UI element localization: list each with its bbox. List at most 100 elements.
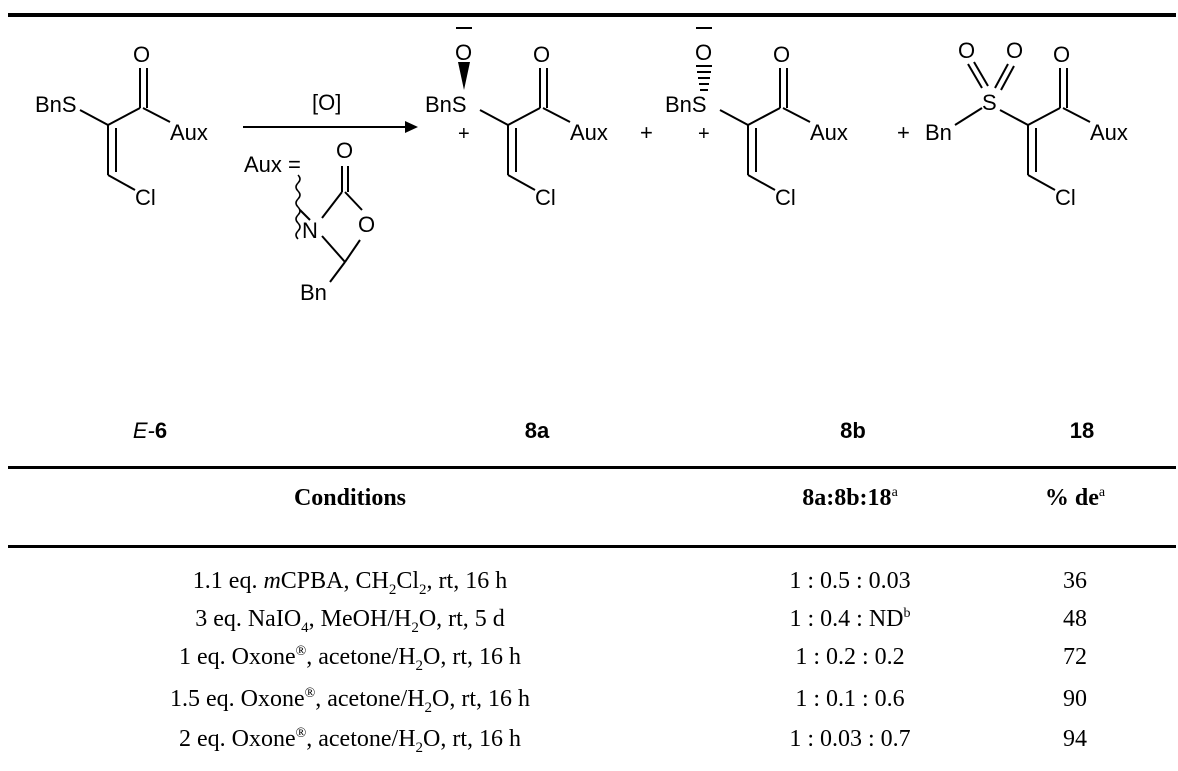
compound-label-8b: 8b [793, 418, 913, 444]
cond-sub: 2 [415, 657, 424, 674]
header-de: % dea [1000, 485, 1150, 512]
cond-text: 3 eq. NaIO [195, 606, 302, 632]
cond-sub: 4 [301, 619, 309, 636]
atom-o-8a: O [533, 42, 550, 67]
cond-sub: 2 [388, 581, 397, 598]
atom-o-18-b: O [1006, 38, 1023, 63]
cell-ratio: 1 : 0.4 : NDb [700, 606, 1000, 633]
cond-text: 1 eq. Oxone [178, 644, 296, 670]
cell-de: 36 [1063, 568, 1087, 594]
structure-18: Bn S O O O Aux Cl [925, 38, 1128, 210]
ratio-text: 1 : 0.1 : 0.6 [795, 686, 905, 712]
cell-conditions: 1 eq. Oxone®, acetone/H2O, rt, 16 h [30, 644, 670, 675]
cell-ratio: 1 : 0.5 : 0.03 [700, 568, 1000, 595]
cond-sub: 2 [424, 699, 433, 716]
cond-text: 1.1 eq. [192, 568, 264, 594]
cond-sub: 2 [411, 619, 419, 636]
atom-bn-18: Bn [925, 120, 952, 145]
cond-text: , acetone/H [306, 644, 416, 670]
atom-bns-8b: BnS [665, 92, 707, 117]
atom-cl-8a: Cl [535, 185, 556, 210]
compound-id: 18 [1069, 418, 1095, 443]
mid-rule [8, 466, 1176, 469]
cell-conditions: 1.1 eq. mCPBA, CH2Cl2, rt, 16 h [30, 568, 670, 599]
cell-ratio: 1 : 0.1 : 0.6 [700, 686, 1000, 713]
charge-plus-8b: + [698, 123, 710, 145]
compound-id: 8b [840, 418, 866, 443]
cond-text: , MeOH/H [308, 606, 412, 632]
atom-cl-e6: Cl [135, 185, 156, 210]
atom-bn-aux: Bn [300, 280, 327, 305]
cell-conditions: 2 eq. Oxone®, acetone/H2O, rt, 16 h [30, 726, 670, 757]
charge-plus-8a: + [458, 123, 470, 145]
cond-text: 1.5 eq. Oxone [169, 686, 305, 712]
atom-bns-8a: BnS [425, 92, 467, 117]
header-ratio-text: 8a:8b:18 [802, 485, 892, 511]
cond-sub: 2 [419, 581, 427, 598]
atom-aux-18: Aux [1090, 120, 1128, 145]
cell-ratio: 1 : 0.2 : 0.2 [700, 644, 1000, 671]
compound-label-e6: E-6 [90, 418, 210, 444]
ratio-note: b [903, 606, 911, 621]
structure-e6: BnS O Aux Cl [35, 42, 208, 210]
compound-label-8a: 8a [477, 418, 597, 444]
cond-reg: ® [295, 726, 307, 741]
header-ratio-note: a [891, 485, 898, 500]
atom-o-aux-carbonyl: O [336, 138, 353, 163]
cond-text: Cl [396, 568, 420, 594]
cond-text: 2 eq. Oxone [178, 726, 296, 752]
cond-text: O, rt, 16 h [423, 726, 522, 752]
cond-sub: 2 [415, 739, 424, 756]
plus-sign-1: + [640, 120, 653, 145]
header-conditions: Conditions [293, 485, 407, 511]
cond-text: , acetone/H [315, 686, 425, 712]
atom-o-18-a: O [958, 38, 975, 63]
table-row: 3 eq. NaIO4, MeOH/H2O, rt, 5 d 1 : 0.4 :… [0, 606, 1178, 646]
atom-aux-8b: Aux [810, 120, 848, 145]
atom-s-18: S [982, 90, 997, 115]
atom-cl-18: Cl [1055, 185, 1076, 210]
atom-n-aux: N [302, 218, 318, 243]
table-row: 1.5 eq. Oxone®, acetone/H2O, rt, 16 h 1 … [0, 686, 1178, 726]
compound-id: 8a [524, 418, 550, 443]
cell-de: 72 [1063, 644, 1087, 670]
reaction-arrow: [O] [243, 90, 418, 133]
atom-aux-8a: Aux [570, 120, 608, 145]
cell-conditions: 3 eq. NaIO4, MeOH/H2O, rt, 5 d [30, 606, 670, 637]
atom-o-aux-ring: O [358, 212, 375, 237]
atom-o-18-c: O [1053, 42, 1070, 67]
top-rule [8, 13, 1176, 17]
compound-id: 6 [154, 418, 168, 443]
header-rule [8, 545, 1176, 548]
cond-italic: m [263, 568, 281, 594]
cond-text: O, rt, 16 h [423, 644, 522, 670]
cell-conditions: 1.5 eq. Oxone®, acetone/H2O, rt, 16 h [30, 686, 670, 717]
ratio-text: 1 : 0.4 : ND [789, 606, 904, 632]
ratio-text: 1 : 0.03 : 0.7 [789, 726, 911, 752]
atom-aux-e6: Aux [170, 120, 208, 145]
header-de-text: % de [1044, 485, 1099, 511]
atom-o-8b: O [773, 42, 790, 67]
header-ratio: 8a:8b:18a [700, 485, 1000, 512]
structure-8b: BnS + O O Aux Cl [665, 27, 848, 210]
aux-definition-label: Aux = [244, 152, 301, 177]
arrow-label: [O] [312, 90, 341, 115]
table-row: 2 eq. Oxone®, acetone/H2O, rt, 16 h 1 : … [0, 726, 1178, 766]
ratio-text: 1 : 0.2 : 0.2 [795, 644, 905, 670]
atom-o-8a-s: O [455, 40, 472, 65]
cond-text: O, rt, 5 d [418, 606, 505, 632]
cond-text: , acetone/H [306, 726, 416, 752]
atom-bns-e6: BnS [35, 92, 77, 117]
atom-cl-8b: Cl [775, 185, 796, 210]
cond-reg: ® [304, 686, 316, 701]
reaction-scheme: BnS O Aux Cl [O] Aux = N O O Bn BnS [35, 27, 1128, 305]
cond-text: CPBA, CH [280, 568, 389, 594]
cell-de: 94 [1063, 726, 1087, 752]
cell-de: 48 [1063, 606, 1087, 632]
cell-de: 90 [1063, 686, 1087, 712]
aux-definition: Aux = N O O Bn [244, 138, 375, 305]
cell-ratio: 1 : 0.03 : 0.7 [700, 726, 1000, 753]
cond-text: O, rt, 16 h [432, 686, 531, 712]
structure-8a: BnS + O O Aux Cl [425, 27, 608, 210]
atom-o-e6: O [133, 42, 150, 67]
